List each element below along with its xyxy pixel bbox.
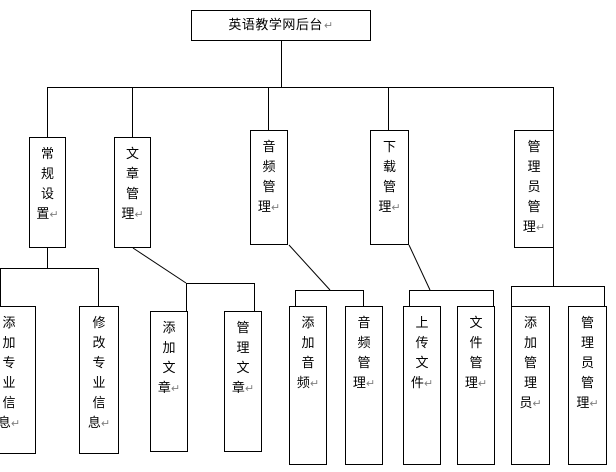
node-add-article-label: 添 加 文 章↵ — [157, 321, 181, 396]
connector-root-stem — [281, 41, 282, 87]
connector-drop-audio-manage-sub — [363, 290, 364, 306]
node-add-major-info[interactable]: 添 加 专 业 信 息↵ — [0, 306, 36, 454]
node-add-admin-label: 添 加 管 理 员↵ — [519, 316, 542, 411]
node-general-settings-label: 常 规 设 置↵ — [36, 147, 59, 222]
connector-drop-add-admin — [511, 286, 512, 306]
node-admin-manage[interactable]: 管 理 员 管 理↵ — [514, 130, 554, 248]
node-add-major-info-label: 添 加 专 业 信 息↵ — [0, 316, 21, 431]
node-audio-manage-label: 音 频 管 理↵ — [257, 140, 281, 215]
connector-bar-article-manage — [186, 283, 254, 284]
node-edit-major-info[interactable]: 修 改 专 业 信 息↵ — [79, 306, 119, 454]
connector-drop-download-manage — [388, 87, 389, 130]
node-admin-manage-sub-label: 管 理 员 管 理↵ — [576, 316, 599, 411]
node-audio-manage[interactable]: 音 频 管 理↵ — [250, 130, 288, 245]
connector-bar-admin-manage — [511, 286, 604, 287]
node-admin-manage-sub[interactable]: 管 理 员 管 理↵ — [568, 306, 607, 465]
node-upload-file-label: 上 传 文 件↵ — [410, 316, 434, 391]
connector-drop-edit-major-info — [98, 268, 99, 306]
node-add-admin[interactable]: 添 加 管 理 员↵ — [511, 306, 550, 465]
node-manage-article-label: 管 理 文 章↵ — [231, 321, 255, 396]
connector-stem-general-settings — [47, 248, 48, 268]
node-root[interactable]: 英语教学网后台↵ — [191, 10, 371, 41]
node-edit-major-info-label: 修 改 专 业 信 息↵ — [87, 316, 111, 431]
node-article-manage-label: 文 章 管 理↵ — [121, 147, 144, 222]
connector-stem-admin-manage — [553, 248, 554, 286]
node-admin-manage-label: 管 理 员 管 理↵ — [522, 140, 546, 235]
node-file-manage[interactable]: 文 件 管 理↵ — [457, 306, 495, 465]
node-add-audio[interactable]: 添 加 音 频↵ — [289, 306, 327, 465]
connector-drop-manage-article — [254, 283, 255, 311]
connector-drop-upload-file — [409, 290, 410, 306]
connector-drop-admin-manage-sub — [604, 286, 605, 306]
node-general-settings[interactable]: 常 规 设 置↵ — [29, 137, 66, 248]
connector-drop-file-manage — [493, 290, 494, 306]
connector-drop-admin-manage — [553, 87, 554, 130]
connector-drop-article-manage — [132, 87, 133, 137]
node-manage-article[interactable]: 管 理 文 章↵ — [224, 311, 262, 452]
connector-drop-audio-manage — [268, 87, 269, 130]
node-root-label: 英语教学网后台↵ — [228, 17, 334, 33]
node-audio-manage-sub-label: 音 频 管 理↵ — [352, 316, 376, 391]
connector-drop-general-settings — [47, 87, 48, 137]
node-add-article[interactable]: 添 加 文 章↵ — [150, 311, 188, 452]
connector-drop-add-article — [186, 283, 187, 311]
node-audio-manage-sub[interactable]: 音 频 管 理↵ — [345, 306, 383, 465]
node-article-manage[interactable]: 文 章 管 理↵ — [114, 137, 151, 248]
connector-bar-general-settings — [0, 268, 98, 269]
connector-drop-add-major-info — [0, 268, 1, 306]
connector-bar-download-manage — [409, 290, 493, 291]
node-download-manage[interactable]: 下 载 管 理↵ — [370, 130, 409, 245]
node-add-audio-label: 添 加 音 频↵ — [296, 316, 320, 391]
connector-level2-bus — [47, 87, 554, 88]
connector-bar-audio-manage — [295, 290, 363, 291]
node-upload-file[interactable]: 上 传 文 件↵ — [403, 306, 441, 465]
node-download-manage-label: 下 载 管 理↵ — [378, 140, 401, 215]
connector-drop-add-audio — [295, 290, 296, 306]
node-file-manage-label: 文 件 管 理↵ — [464, 316, 488, 391]
